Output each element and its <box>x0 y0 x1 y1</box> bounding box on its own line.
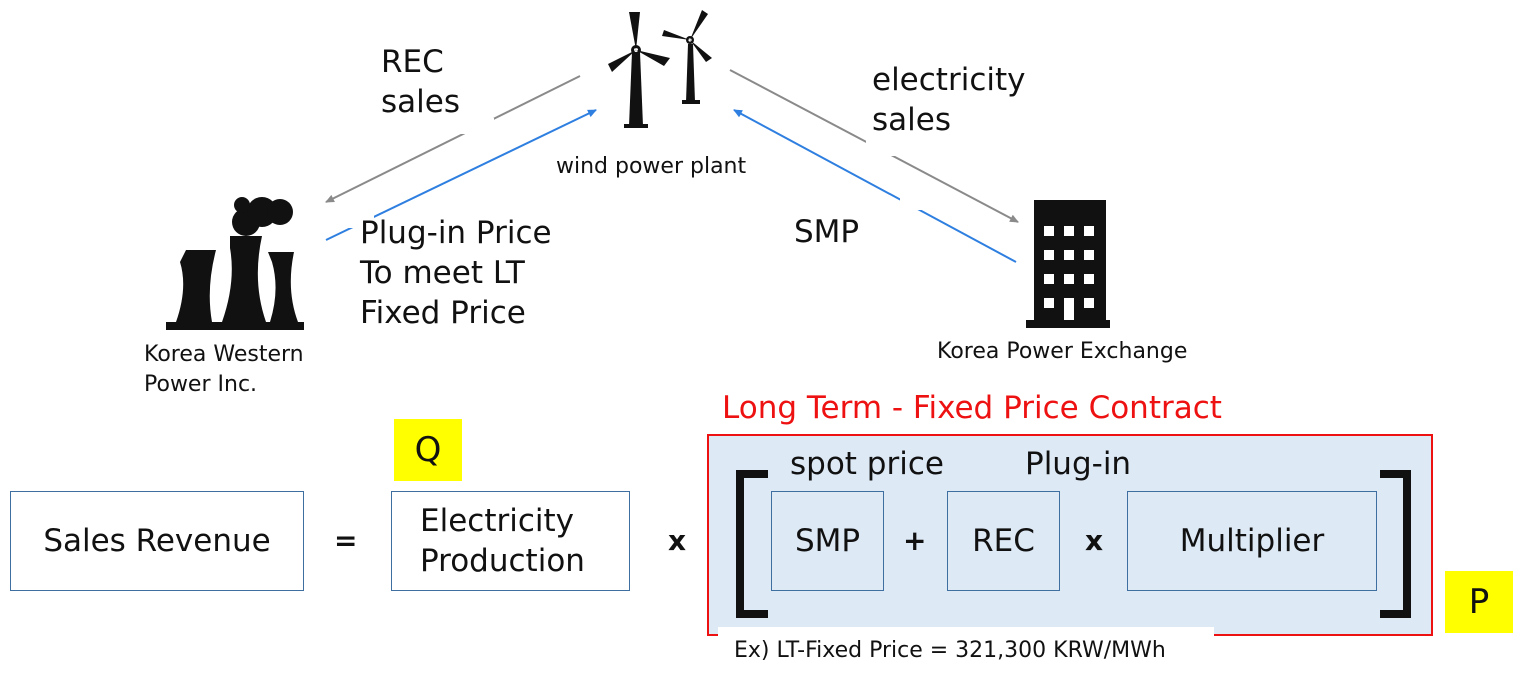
smp-arrow <box>733 109 1017 263</box>
building-icon <box>1026 200 1110 328</box>
korea-western-line: Korea Western <box>144 342 304 367</box>
p-badge: P <box>1445 571 1513 633</box>
sales-revenue-box: Sales Revenue <box>10 491 304 591</box>
smp-box-text: SMP <box>794 523 861 559</box>
multiplier-text: Multiplier <box>1179 523 1325 559</box>
electricity-sales-label: electricity sales <box>872 60 1025 140</box>
multiplier-box: Multiplier <box>1127 491 1377 591</box>
production-line: Electricity <box>420 503 574 539</box>
sales-revenue-text: Sales Revenue <box>43 523 271 559</box>
equals-sign: = <box>334 524 358 557</box>
spot-price-label: spot price <box>790 446 944 482</box>
wind-turbine-icon <box>608 10 712 128</box>
korea-western-label: Korea Western Power Inc. <box>144 340 304 400</box>
rec-sales-line: REC <box>381 44 444 80</box>
smp-label: SMP <box>794 214 860 250</box>
electricity-sales-line: electricity <box>872 62 1026 98</box>
rec-sales-label: REC sales <box>381 42 460 122</box>
plug-in-price-line: To meet LT <box>360 255 525 291</box>
korea-western-line: Power Inc. <box>144 372 258 397</box>
wind-plant-label: wind power plant <box>556 154 747 179</box>
left-bracket <box>736 470 768 618</box>
rec-box-text: REC <box>972 523 1035 559</box>
electricity-sales-line: sales <box>872 102 951 138</box>
times-sign: x <box>668 524 687 557</box>
kpx-label: Korea Power Exchange <box>937 339 1188 364</box>
times-sign-2: x <box>1085 524 1104 557</box>
plug-in-label: Plug-in <box>1025 446 1132 482</box>
right-bracket <box>1380 470 1411 618</box>
power-plant-icon <box>166 197 304 330</box>
smp-box: SMP <box>771 491 884 591</box>
plug-in-price-label: Plug-in Price To meet LT Fixed Price <box>360 213 552 333</box>
rec-box: REC <box>947 491 1060 591</box>
plus-sign: + <box>903 524 927 557</box>
production-line: Production <box>420 543 585 579</box>
rec-sales-line: sales <box>381 84 460 120</box>
rec-sales-arrow <box>325 75 581 203</box>
plug-in-price-line: Fixed Price <box>360 295 526 331</box>
q-badge: Q <box>394 419 462 481</box>
electricity-production-box: Electricity Production <box>391 491 630 591</box>
example-text: Ex) LT-Fixed Price = 321,300 KRW/MWh <box>734 638 1166 663</box>
plug-in-price-line: Plug-in Price <box>360 215 552 251</box>
contract-title: Long Term - Fixed Price Contract <box>722 390 1222 426</box>
